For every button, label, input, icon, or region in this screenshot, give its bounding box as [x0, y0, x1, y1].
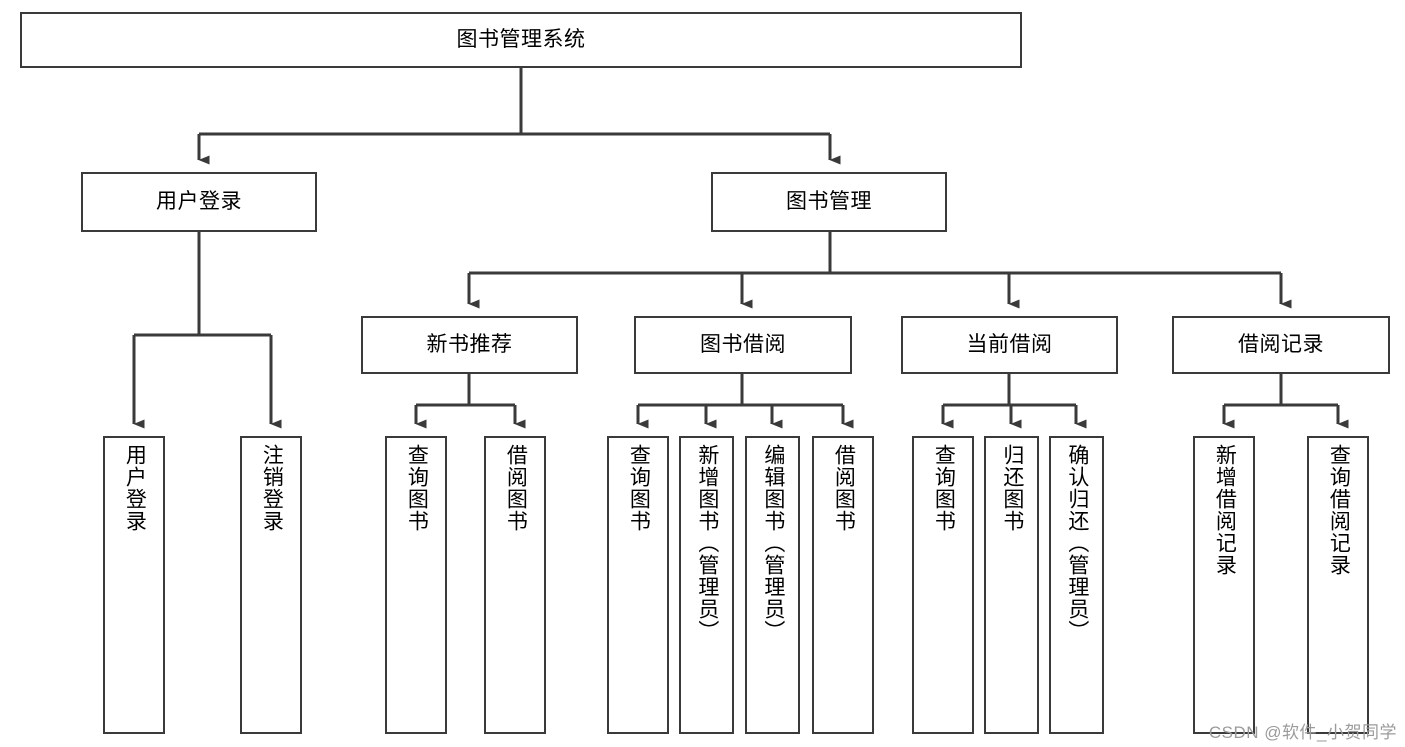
leaf-query-book-borrow-label: 查询图书 — [627, 444, 651, 532]
leaf-query-borrow-record-label: 查询借阅记录 — [1327, 444, 1351, 576]
node-borrow-records-label: 借阅记录 — [1238, 333, 1324, 357]
edge-root-to-level1 — [197, 68, 841, 165]
leaf-borrow-book-new-label: 借阅图书 — [504, 444, 528, 532]
node-new-book-recommend[interactable]: 新书推荐 — [361, 316, 578, 374]
node-book-borrow-label: 图书借阅 — [700, 333, 786, 357]
leaf-borrow-book[interactable]: 借阅图书 — [812, 436, 874, 734]
leaf-query-book-current-label: 查询图书 — [932, 444, 956, 532]
leaf-add-book-label: 新增图书（管理员） — [695, 444, 719, 642]
node-root[interactable]: 图书管理系统 — [20, 12, 1022, 68]
leaf-add-borrow-record[interactable]: 新增借阅记录 — [1193, 436, 1255, 734]
node-current-borrow-label: 当前借阅 — [966, 333, 1053, 357]
node-user-login-label: 用户登录 — [156, 190, 242, 214]
edge-book-borrow-to-leaves — [636, 374, 854, 429]
edge-current-borrow-to-leaves — [941, 374, 1087, 429]
leaf-return-book[interactable]: 归还图书 — [984, 436, 1039, 734]
node-book-management-label: 图书管理 — [786, 190, 872, 214]
leaf-user-login[interactable]: 用户登录 — [103, 436, 165, 734]
node-user-login[interactable]: 用户登录 — [81, 172, 317, 232]
leaf-confirm-return-label: 确认归还（管理员） — [1065, 444, 1089, 642]
leaf-query-book-current[interactable]: 查询图书 — [912, 436, 974, 734]
edge-book-management-to-level2 — [467, 232, 1292, 309]
leaf-add-book[interactable]: 新增图书（管理员） — [679, 436, 734, 734]
leaf-query-book-new-label: 查询图书 — [405, 444, 429, 532]
node-current-borrow[interactable]: 当前借阅 — [901, 316, 1118, 374]
edge-new-book-recommend-to-leaves — [414, 374, 526, 429]
leaf-edit-book[interactable]: 编辑图书（管理员） — [745, 436, 800, 734]
leaf-borrow-book-new[interactable]: 借阅图书 — [484, 436, 546, 734]
node-root-label: 图书管理系统 — [456, 28, 586, 52]
edge-user-login-to-leaves — [132, 232, 282, 429]
leaf-logout-label: 注销登录 — [260, 444, 284, 532]
leaf-query-book-borrow[interactable]: 查询图书 — [607, 436, 669, 734]
leaf-user-login-label: 用户登录 — [123, 444, 147, 532]
leaf-query-borrow-record[interactable]: 查询借阅记录 — [1307, 436, 1369, 734]
watermark-text: CSDN @软件_小贺同学 — [1208, 723, 1397, 742]
leaf-query-book-new[interactable]: 查询图书 — [385, 436, 447, 734]
edge-borrow-records-to-leaves — [1222, 374, 1349, 429]
node-book-management[interactable]: 图书管理 — [711, 172, 947, 232]
leaf-return-book-label: 归还图书 — [1000, 444, 1024, 532]
leaf-edit-book-label: 编辑图书（管理员） — [761, 444, 785, 642]
node-borrow-records[interactable]: 借阅记录 — [1172, 316, 1390, 374]
leaf-add-borrow-record-label: 新增借阅记录 — [1213, 444, 1237, 576]
leaf-confirm-return[interactable]: 确认归还（管理员） — [1049, 436, 1104, 734]
node-new-book-recommend-label: 新书推荐 — [426, 333, 513, 357]
leaf-borrow-book-label: 借阅图书 — [832, 444, 856, 532]
node-book-borrow[interactable]: 图书借阅 — [634, 316, 852, 374]
leaf-logout[interactable]: 注销登录 — [240, 436, 302, 734]
